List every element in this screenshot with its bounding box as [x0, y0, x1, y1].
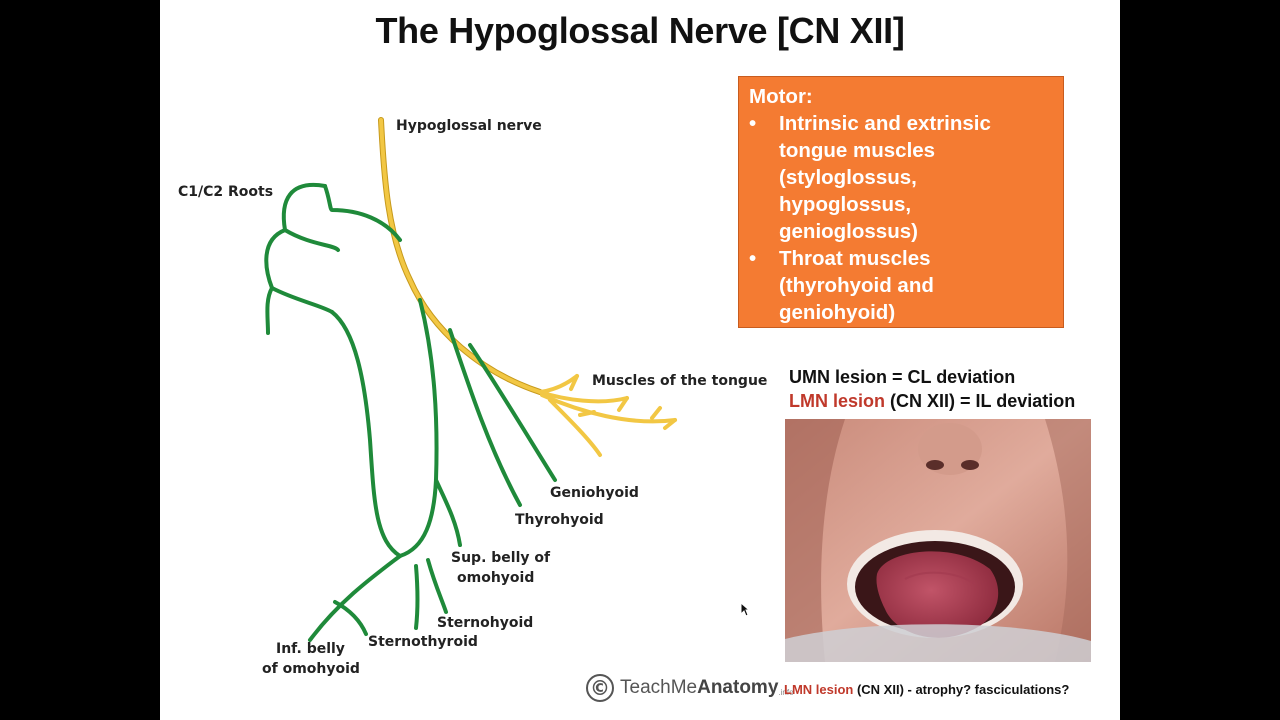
logo-wordmark: TeachMeAnatomy.info	[620, 677, 794, 698]
motor-bullet-throat: Throat muscles (thyrohyoid and geniohyoi…	[749, 245, 1053, 326]
label-sternohyoid: Sternohyoid	[437, 615, 534, 631]
sternothyroid-branch	[414, 564, 420, 630]
label-inf-belly-omohyoid-2: of omohyoid	[262, 661, 360, 677]
motor-list: Intrinsic and extrinsic tongue muscles (…	[749, 110, 1053, 326]
ansa-loop	[398, 298, 439, 558]
label-sternothyroid: Sternothyroid	[368, 634, 478, 650]
label-sup-belly-omohyoid-1: Sup. belly of	[451, 550, 551, 566]
umn-lesion-text: UMN lesion = CL deviation	[789, 367, 1016, 387]
lmn-lesion-text: LMN lesion (CN XII) = IL deviation	[789, 391, 1076, 411]
label-hypoglossal-nerve: Hypoglossal nerve	[396, 118, 542, 134]
motor-function-box: Motor: Intrinsic and extrinsic tongue mu…	[738, 76, 1064, 328]
inf-omohyoid-tip	[333, 600, 368, 636]
slide: The Hypoglossal Nerve [CN XII]	[160, 0, 1120, 720]
motor-bullet-tongue: Intrinsic and extrinsic tongue muscles (…	[749, 110, 1053, 245]
label-c1-c2-roots: C1/C2 Roots	[178, 184, 274, 200]
slide-title: The Hypoglossal Nerve [CN XII]	[375, 10, 905, 51]
thyrohyoid-branch	[448, 328, 522, 507]
label-sup-belly-omohyoid-2: omohyoid	[457, 570, 535, 586]
c1-c2-junction	[323, 184, 402, 242]
sup-omohyoid-branch	[434, 478, 462, 547]
label-geniohyoid: Geniohyoid	[550, 485, 639, 501]
geniohyoid-branch	[468, 343, 557, 482]
label-thyrohyoid: Thyrohyoid	[515, 512, 604, 528]
photo-caption: LMN lesion (CN XII) - atrophy? fascicula…	[784, 682, 1070, 697]
label-inf-belly-omohyoid-1: Inf. belly	[276, 641, 345, 657]
c1-root	[281, 182, 340, 252]
descending-limb	[330, 310, 402, 558]
inferior-limb	[308, 554, 402, 642]
sternohyoid-branch	[426, 558, 448, 614]
c3-root	[265, 286, 274, 335]
patient-tongue-photo	[785, 419, 1091, 662]
motor-heading: Motor:	[749, 85, 813, 108]
teachmeanatomy-logo: © TeachMeAnatomy.info	[586, 670, 794, 706]
hypoglossal-nerve-diagram	[264, 117, 677, 642]
hypoglossal-nerve-branch	[379, 118, 677, 457]
label-muscles-tongue: Muscles of the tongue	[592, 373, 768, 389]
hypoglossal-nerve-branch	[378, 117, 543, 395]
mouse-cursor-icon	[740, 602, 750, 617]
copyright-icon: ©	[586, 674, 614, 702]
